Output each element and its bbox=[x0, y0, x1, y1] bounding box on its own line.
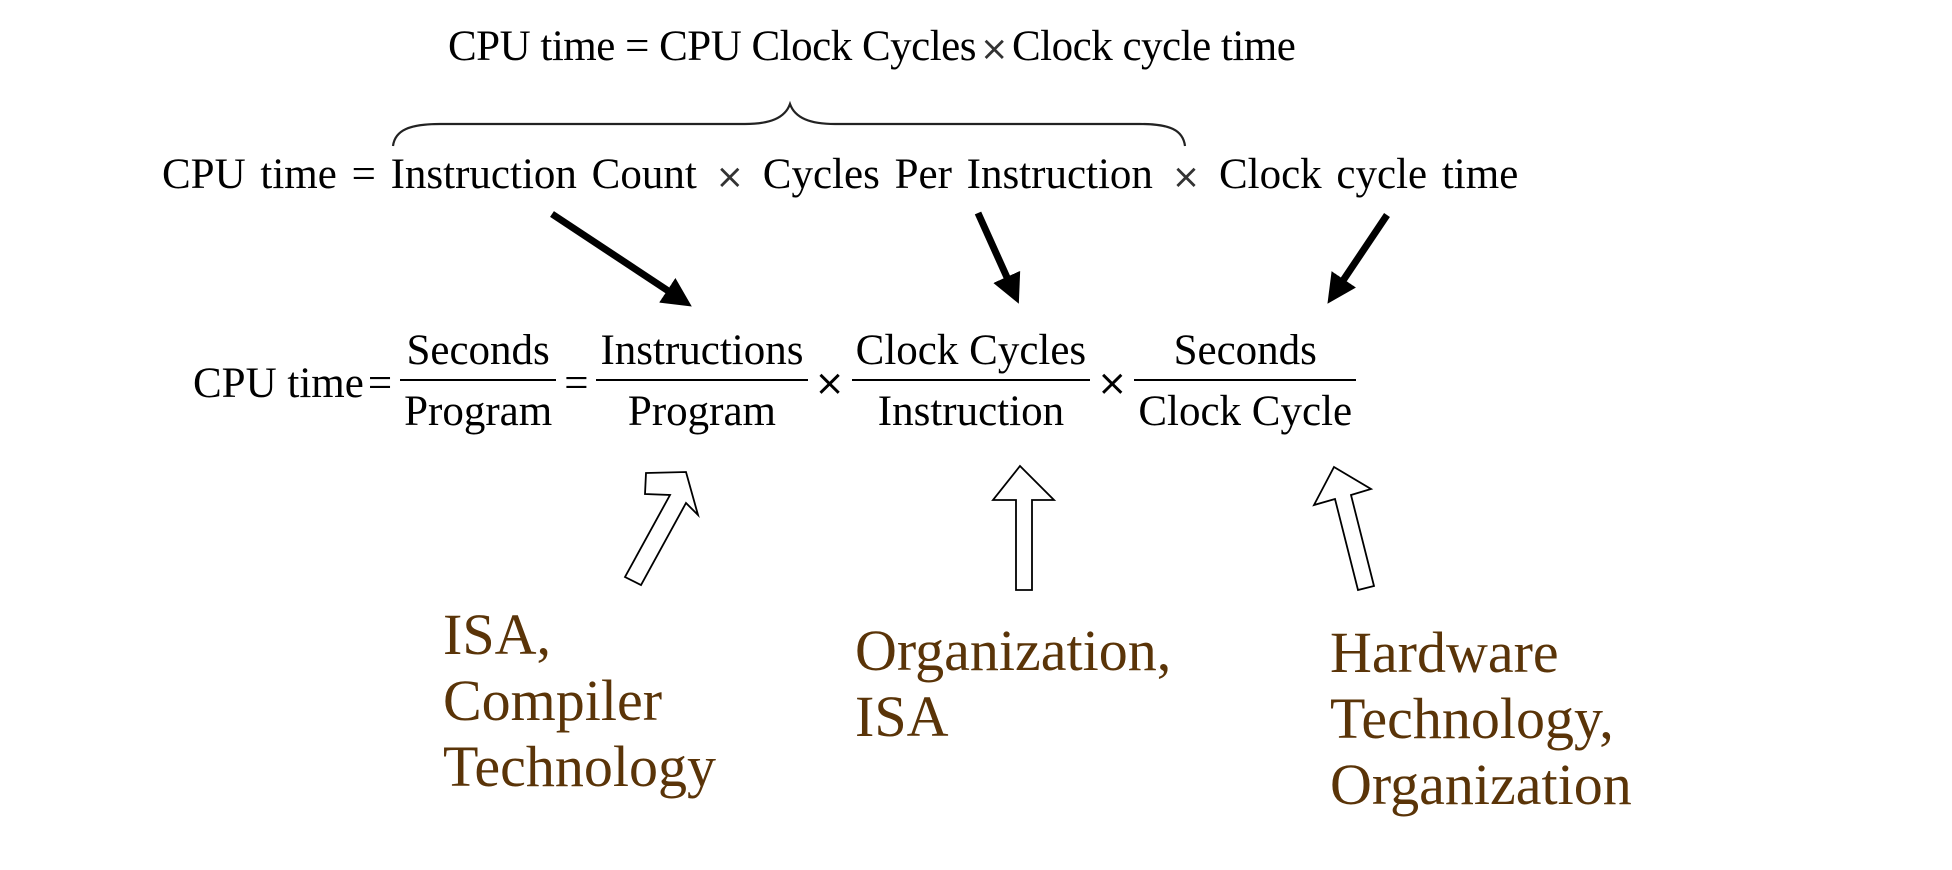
eq1-equals: = bbox=[625, 23, 649, 70]
fraction-bar bbox=[400, 379, 557, 381]
fraction-seconds-per-program: Seconds Program bbox=[400, 323, 557, 443]
fraction-seconds-per-cycle: Seconds Clock Cycle bbox=[1134, 323, 1357, 443]
eq2-term-cycle-time: Clock cycle time bbox=[1218, 151, 1519, 198]
eq1-lhs: CPU time bbox=[448, 23, 615, 70]
arrow-down-icon bbox=[974, 211, 1021, 304]
arrow-up-outline-icon bbox=[991, 464, 1057, 591]
label-isa-compiler: ISA, Compiler Technology bbox=[443, 602, 716, 799]
fraction-bar bbox=[596, 379, 808, 381]
eq2-times-2: × bbox=[1171, 157, 1201, 197]
eq2-lhs: CPU time bbox=[162, 151, 337, 198]
fraction-numerator: Seconds bbox=[406, 327, 550, 374]
fraction-numerator: Seconds bbox=[1173, 327, 1317, 374]
eq2-term-instruction-count: Instruction Count bbox=[390, 151, 697, 198]
arrow-up-outline-icon bbox=[1312, 465, 1376, 592]
arrow-up-outline-icon bbox=[623, 471, 700, 587]
eq3-times-2: × bbox=[1097, 362, 1128, 404]
eq2-times-1: × bbox=[715, 157, 745, 197]
eq1-term-cycle-time: Clock cycle time bbox=[1012, 23, 1296, 70]
label-hardware-technology: Hardware Technology, Organization bbox=[1330, 620, 1632, 817]
fraction-cycles-per-instruction: Clock Cycles Instruction bbox=[851, 323, 1091, 443]
fraction-bar bbox=[1134, 379, 1357, 381]
arrow-down-icon bbox=[550, 211, 692, 307]
label-organization-isa: Organization, ISA bbox=[855, 618, 1172, 749]
fraction-denominator: Clock Cycle bbox=[1138, 388, 1353, 435]
eq1-times: × bbox=[980, 29, 1009, 69]
arrow-down-icon bbox=[1327, 213, 1390, 304]
equation-instruction-count: CPU time = Instruction Count × Cycles Pe… bbox=[162, 150, 1518, 199]
fraction-bar bbox=[851, 379, 1091, 381]
fraction-instructions-per-program: Instructions Program bbox=[596, 323, 808, 443]
curly-brace-icon bbox=[391, 100, 1187, 147]
fraction-denominator: Program bbox=[404, 388, 553, 435]
eq3-lhs: CPU time bbox=[193, 359, 364, 407]
eq1-term-clock-cycles: CPU Clock Cycles bbox=[659, 23, 976, 70]
eq2-equals: = bbox=[351, 151, 376, 198]
eq3-equals-2: = bbox=[564, 359, 589, 407]
equation-fraction-form: CPU time = Seconds Program = Instruction… bbox=[193, 318, 1360, 448]
eq3-times-1: × bbox=[814, 362, 845, 404]
fraction-denominator: Program bbox=[627, 388, 777, 435]
eq3-equals-1: = bbox=[367, 359, 393, 407]
fraction-numerator: Instructions bbox=[600, 327, 804, 374]
fraction-denominator: Instruction bbox=[877, 388, 1065, 435]
equation-cpu-clock-cycles: CPU time = CPU Clock Cycles×Clock cycle … bbox=[448, 22, 1296, 71]
eq2-term-cpi: Cycles Per Instruction bbox=[762, 151, 1153, 198]
fraction-numerator: Clock Cycles bbox=[855, 327, 1087, 374]
